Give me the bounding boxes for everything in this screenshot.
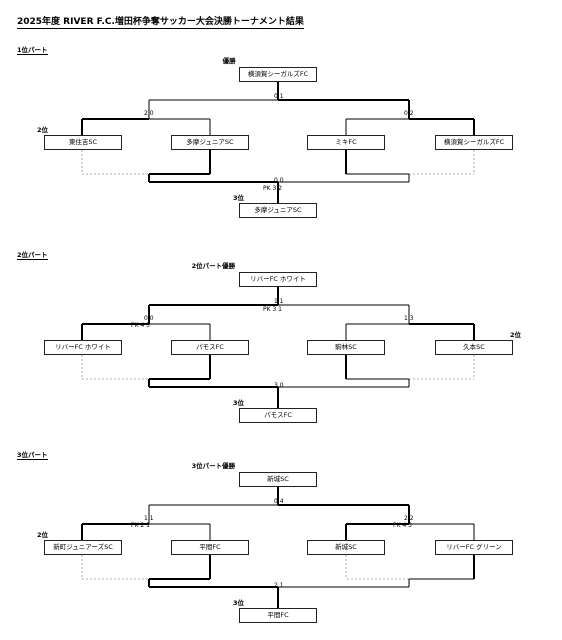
third-score: 2 1 (274, 582, 284, 589)
second-place-label: 2位 (37, 531, 49, 539)
team-box: 久本SC (435, 340, 513, 355)
champion-label: 3位パート優勝 (191, 462, 236, 470)
third-score: 0 0 (274, 177, 284, 184)
team-box: 多摩ジュニアSC (171, 135, 249, 150)
semi-left-score: 2 0 (144, 110, 154, 117)
semi-right-pk: PK 4 3 (393, 522, 413, 529)
final-score: 0 4 (274, 498, 284, 505)
semi-left-score: 0 0 (144, 315, 154, 322)
semi-right-score: 0 2 (404, 110, 414, 117)
final-pk: PK 3 1 (263, 306, 283, 313)
team-box: 新町ジュニアーズSC (44, 540, 122, 555)
page-title: 2025年度 RIVER F.C.増田杯争奪サッカー大会決勝トーナメント結果 (17, 17, 304, 29)
champion-label: 優勝 (222, 57, 236, 65)
third-place-label: 3位 (233, 194, 245, 202)
semi-left-score: 1 1 (144, 515, 154, 522)
team-box: リバーFC グリーン (435, 540, 513, 555)
champion-label: 2位パート優勝 (191, 262, 236, 270)
team-box: 新城SC (307, 540, 385, 555)
final-score: 1 1 (274, 298, 284, 305)
team-box: 平間FC (171, 540, 249, 555)
semi-right-score: 1 3 (404, 315, 414, 322)
team-box: パモスFC (171, 340, 249, 355)
second-place-label: 2位 (37, 126, 49, 134)
team-box: 駒林SC (307, 340, 385, 355)
champion-box: 横須賀シーガルズFC (239, 67, 317, 82)
section-label: 1位パート (17, 46, 48, 55)
third-place-box: 多摩ジュニアSC (239, 203, 317, 218)
third-score: 3 0 (274, 382, 284, 389)
third-place-box: 平間FC (239, 608, 317, 623)
team-box: 東住吉SC (44, 135, 122, 150)
third-place-label: 3位 (233, 599, 245, 607)
semi-left-pk: PK 4 3 (131, 322, 151, 329)
champion-box: 新城SC (239, 472, 317, 487)
section-label: 2位パート (17, 251, 48, 260)
semi-left-pk: PK 2 1 (131, 522, 151, 529)
second-place-label: 2位 (510, 331, 522, 339)
section-label: 3位パート (17, 451, 48, 460)
team-box: ミキFC (307, 135, 385, 150)
third-place-label: 3位 (233, 399, 245, 407)
final-score: 0 1 (274, 93, 284, 100)
third-pk: PK 3 2 (263, 185, 283, 192)
champion-box: リバーFC ホワイト (239, 272, 317, 287)
third-place-box: パモスFC (239, 408, 317, 423)
team-box: 横須賀シーガルズFC (435, 135, 513, 150)
team-box: リバーFC ホワイト (44, 340, 122, 355)
semi-right-score: 2 2 (404, 515, 414, 522)
